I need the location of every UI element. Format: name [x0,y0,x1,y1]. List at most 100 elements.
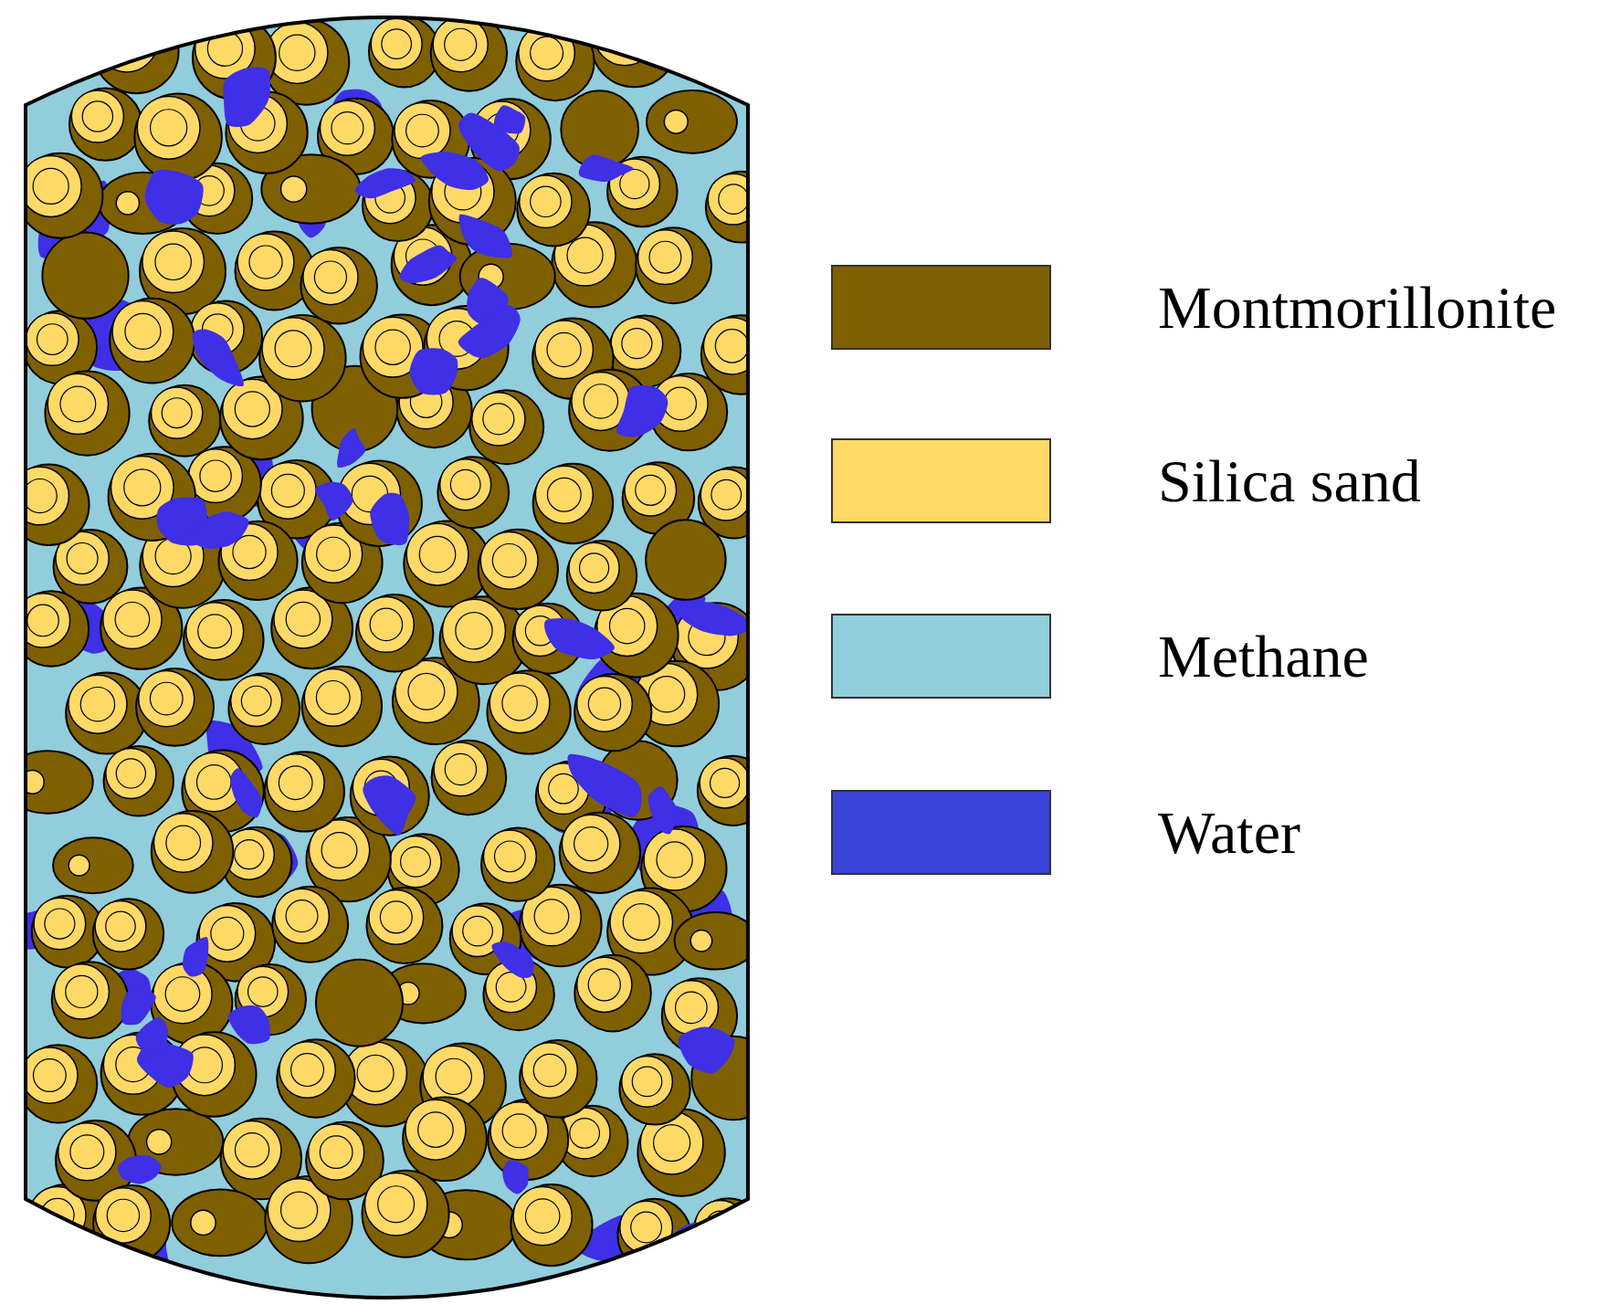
silica-grain [103,589,162,649]
silica-grain-core [165,977,200,1012]
clay-particle [228,673,300,745]
clay-particle [17,153,103,239]
silica-grain [186,602,244,661]
silica-grain [262,317,325,380]
silica-grain-core [278,766,313,800]
silica-grain-core [198,614,232,649]
silica-grain-core [125,313,161,349]
silica-grain [26,313,80,367]
silica-grain-core [419,536,456,573]
silica-grain-core [357,1054,394,1092]
clay-particle [567,540,638,611]
water-blob [421,151,489,190]
montmorillonite-coat [302,666,382,747]
silica-grain [364,1172,427,1235]
silica-grain-core [656,842,693,878]
silica-grain [33,897,86,950]
silica-grain-core [27,604,60,637]
silica-grain [151,387,203,439]
montmorillonite-coat [478,529,558,610]
montmorillonite-coat [701,315,780,394]
silica-grain [561,814,621,874]
montmorillonite-coat [635,227,712,304]
water-blob [502,1160,529,1195]
silica-grain-core [649,241,682,274]
silica-grain-core [502,685,537,721]
silica-grain-core [375,329,411,365]
silica-grain-core [314,261,347,294]
silica-grain-core [530,186,561,217]
silica-grain [480,531,538,590]
silica-grain [231,675,283,727]
montmorillonite-coat [402,1096,487,1181]
silica-grain-core [234,1133,269,1168]
water-blob [678,1026,736,1074]
clay-particle [486,670,570,754]
silica-grain-core [525,1199,559,1233]
silica-grain-core [149,682,183,716]
water-blob [491,941,534,979]
silica-grain [370,18,422,70]
silica-grain-core [455,612,493,650]
clay-particle [65,672,148,754]
silica-grain [136,95,200,159]
silica-grain [691,35,714,58]
clay-particle [272,886,348,963]
silica-grain [513,1187,572,1246]
silica-grain [699,757,750,809]
silica-grain-core [166,825,201,861]
water-blob [459,214,513,259]
montmorillonite-coat [44,370,129,455]
montmorillonite-coat [356,594,433,672]
silica-grain-core [710,768,740,798]
silica-grain [319,100,375,156]
silica-grain-core [105,911,136,941]
legend-entry: Methane [831,613,1369,699]
silica-grain [433,742,488,797]
montmorillonite-coat [171,1189,268,1256]
silica-grain-core [606,16,643,53]
clay-particle [574,955,652,1032]
legend-entry: Silica sand [831,438,1422,524]
water-blob [648,786,679,834]
clay-particle [403,520,490,607]
silica-grain [304,668,362,727]
water-blob [230,768,263,818]
montmorillonite-coat [259,315,346,401]
clay-particle [52,837,134,894]
montmorillonite-coat [315,959,403,1047]
montmorillonite-coat [486,670,570,754]
montmorillonite-coat [515,22,594,101]
silica-grain [281,176,307,202]
montmorillonite-coat [437,456,509,528]
clay-particle [510,1184,592,1266]
silica-grain-core [653,1125,691,1162]
montmorillonite-coat [52,837,134,894]
montmorillonite-coat [65,672,148,754]
silica-grain-core [569,1118,600,1149]
montmorillonite-coat [705,171,778,243]
silica-grain-core [533,1053,566,1086]
silica-grain-core [124,469,161,506]
silica-grain [621,1055,674,1107]
silica-grain [266,754,325,812]
silica-grain [21,1047,78,1104]
silica-grain-core [463,915,494,947]
montmorillonite-coat [272,886,348,963]
clay-particle [362,1170,450,1258]
silica-grain-core [150,109,188,147]
clay-particle [104,746,175,817]
silica-grain [190,1210,216,1235]
silica-grain-core [502,1114,537,1148]
clay-particle [697,756,768,826]
silica-grain [95,1188,152,1244]
silica-grain-core [663,387,696,420]
clay-particle [93,898,164,969]
silica-grain-core [291,1053,325,1087]
montmorillonite-coat [93,898,164,969]
montmorillonite-coat [300,247,378,325]
silica-grain-core [200,460,232,492]
legend-swatch [831,264,1052,350]
silica-grain [389,836,442,888]
